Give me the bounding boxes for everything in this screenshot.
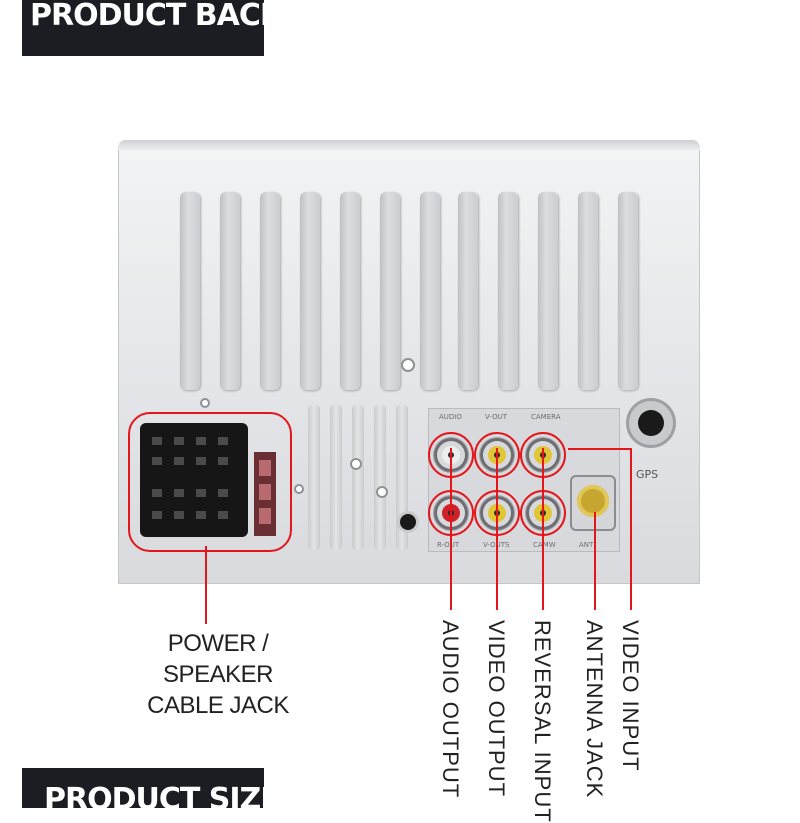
section-title-back-side: PRODUCT BACK SIDE (22, 0, 264, 56)
callout-video-input: VIDEO INPUT (618, 620, 643, 772)
gps-label: GPS (636, 468, 659, 481)
heat-sink-fin (260, 192, 280, 390)
vent-slot (352, 405, 364, 550)
device-rear-panel: AUDIO V-OUT CAMERA R-OUT V-OUTS CAMW ANT… (118, 140, 700, 584)
screw-icon (376, 486, 388, 498)
leader-line-video-out (496, 448, 498, 610)
callout-audio-output: AUDIO OUTPUT (438, 620, 463, 799)
vent-slot (374, 405, 386, 550)
screw-icon (200, 398, 210, 408)
screw-icon (350, 458, 362, 470)
leader-line-video-in (630, 448, 632, 610)
leader-line-antenna (594, 512, 596, 610)
leader-line-video-in-h (568, 448, 632, 450)
gps-port (626, 398, 676, 448)
highlight-ring-power-jack (128, 412, 292, 552)
heat-sink-fin (180, 192, 200, 390)
heat-sink-fin (458, 192, 478, 390)
connector-latch (254, 452, 276, 536)
callout-reversal-input: REVERSAL INPUT (530, 620, 555, 823)
callout-line: CABLE JACK (147, 692, 289, 719)
screw-hole-icon (401, 358, 415, 372)
callout-video-output: VIDEO OUTPUT (484, 620, 509, 798)
heat-sink-fin (380, 192, 400, 390)
device-top-edge (118, 140, 700, 150)
power-speaker-connector (140, 423, 248, 537)
callout-antenna-jack: ANTENNA JACK (582, 620, 607, 799)
heat-sink-fin (578, 192, 598, 390)
port-label: V-OUT (485, 413, 508, 421)
section-title-product-size: PRODUCT SIZE (22, 768, 264, 808)
vent-slot (396, 405, 408, 550)
leader-line-reversal (542, 448, 544, 610)
port-label: AUDIO (439, 413, 462, 421)
mic-jack-icon (400, 514, 416, 530)
screw-icon (294, 484, 304, 494)
heat-sink-fin (538, 192, 558, 390)
vent-slot (308, 405, 320, 550)
port-label: R-OUT (437, 541, 460, 549)
antenna-jack (570, 475, 616, 531)
port-label: CAMW (533, 541, 556, 549)
heat-sink-fin (300, 192, 320, 390)
vent-slot (330, 405, 342, 550)
port-label: ANT (579, 541, 594, 549)
callout-line: POWER / SPEAKER (163, 630, 273, 688)
heat-sink-fin (420, 192, 440, 390)
heat-sink-fin (220, 192, 240, 390)
leader-line-audio (450, 448, 452, 610)
callout-power-speaker: POWER / SPEAKER CABLE JACK (118, 628, 318, 721)
heat-sink-fin (340, 192, 360, 390)
leader-line-power (205, 546, 207, 624)
heat-sink-fin (498, 192, 518, 390)
heat-sink-fin (618, 192, 638, 390)
port-label: CAMERA (531, 413, 561, 421)
